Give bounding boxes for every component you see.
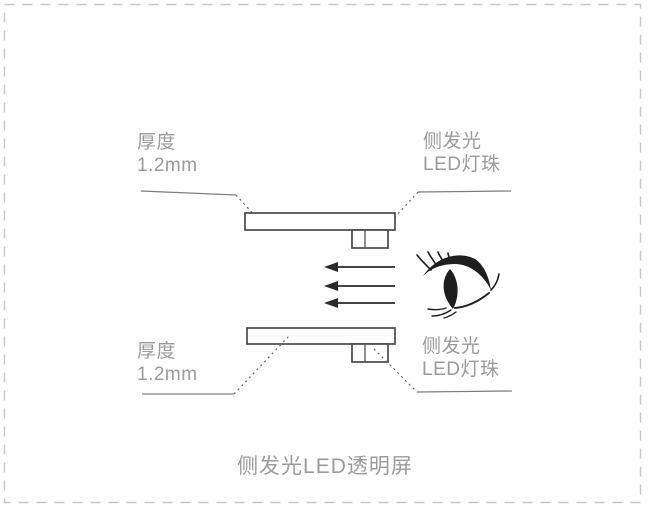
label-led-bottom-line1: 侧发光 <box>422 336 481 357</box>
leader-dash-led-bottom <box>373 348 418 393</box>
label-thickness-bottom-line2: 1.2mm <box>137 364 198 385</box>
leader-dash-thickness-bottom <box>233 335 290 395</box>
label-led-top-line1: 侧发光 <box>423 131 482 152</box>
led-bead-top <box>351 229 389 249</box>
leader-dash-thickness-top <box>235 194 268 230</box>
figure-caption: 侧发光LED透明屏 <box>237 455 413 478</box>
led-bead-bottom <box>351 343 389 363</box>
eye-icon <box>416 251 500 319</box>
dashed-border <box>3 3 642 504</box>
label-thickness-bottom-line1: 厚度 <box>137 341 177 362</box>
leader-line-thickness-top <box>140 190 237 196</box>
light-direction-arrows <box>324 262 395 308</box>
left-arrow-icon <box>324 262 395 272</box>
label-led-bottom-line2: LED灯珠 <box>422 359 500 380</box>
label-thickness-top-line1: 厚度 <box>137 132 177 153</box>
label-led-top-line2: LED灯珠 <box>423 154 501 175</box>
screen-panel-bottom <box>246 327 396 345</box>
leader-line-led-bottom <box>416 390 513 393</box>
label-led-bottom: 侧发光 LED灯珠 <box>422 335 499 381</box>
left-arrow-icon <box>324 281 395 291</box>
label-thickness-bottom: 厚度 1.2mm <box>137 340 198 386</box>
label-thickness-top-line2: 1.2mm <box>137 155 198 176</box>
left-arrow-icon <box>324 298 395 308</box>
leader-line-led-top <box>417 190 512 193</box>
label-led-top: 侧发光 LED灯珠 <box>423 130 500 176</box>
screen-panel-top <box>244 212 396 231</box>
label-thickness-top: 厚度 1.2mm <box>137 131 198 177</box>
